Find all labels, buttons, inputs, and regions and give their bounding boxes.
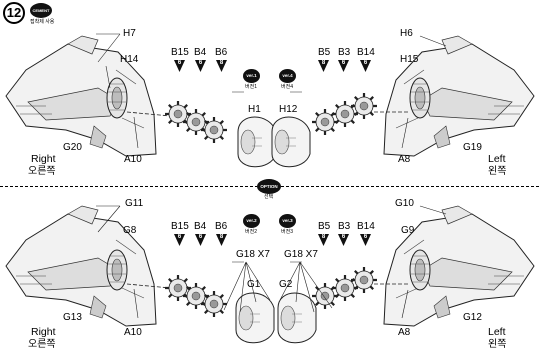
part-label-h6: H6 — [400, 28, 413, 39]
quantity-triangle-icon: 6 — [338, 59, 349, 72]
quantity-triangle-icon: 6 — [360, 59, 371, 72]
part-label-b4-top: B4 — [194, 47, 207, 58]
part-label-b5-top: B5 — [318, 47, 331, 58]
leader-line — [133, 116, 139, 149]
part-label-g20: G20 — [63, 142, 82, 153]
part-label-g9: G9 — [401, 225, 415, 236]
quantity-triangle-icon: 6 — [338, 233, 349, 246]
part-label-g10: G10 — [395, 198, 414, 209]
version-badge-4: ver.4 — [279, 69, 296, 83]
right-wing-bottom — [5, 205, 157, 327]
engine-a10-top — [106, 77, 128, 119]
option-badge: OPTION — [257, 179, 281, 194]
assembly-line — [126, 111, 171, 117]
quantity-triangle-icon: 6 — [174, 233, 185, 246]
quantity-triangle-icon: 8 — [318, 59, 329, 72]
version-label-3: 버전3 — [281, 229, 293, 235]
spinner-h12 — [271, 116, 311, 168]
part-label-h15: H15 — [400, 54, 419, 65]
quantity-triangle-icon: 8 — [216, 233, 227, 246]
part-label-b14-bottom: B14 — [357, 221, 375, 232]
option-label: 선택 — [264, 194, 274, 200]
cylinder-row-b3-bottom — [330, 273, 360, 303]
part-label-b14-top: B14 — [357, 47, 375, 58]
quantity-triangle-icon: 6 — [360, 233, 371, 246]
leader-line — [133, 288, 139, 319]
version-label-1: 버전1 — [245, 84, 257, 90]
spinner-g1 — [235, 292, 275, 344]
assembly-line — [126, 283, 171, 289]
cylinder-row-b6-top — [199, 115, 229, 145]
cylinder-row-b5-bottom — [310, 281, 340, 311]
part-label-b15-bottom: B15 — [171, 221, 189, 232]
side-label-left-ko-bottom: 왼쪽 — [488, 339, 507, 350]
part-label-g18-right: G18 X7 — [284, 249, 318, 260]
part-label-h7: H7 — [123, 28, 136, 39]
part-label-b6-top: B6 — [215, 47, 228, 58]
cylinder-row-b6-bottom — [199, 289, 229, 319]
part-label-h12: H12 — [279, 104, 298, 115]
left-wing-bottom — [384, 206, 534, 326]
part-label-g13: G13 — [63, 312, 82, 323]
quantity-triangle-icon: 8 — [318, 233, 329, 246]
leader-line — [401, 117, 409, 149]
leader-line — [401, 289, 409, 319]
version-badge-1: ver.1 — [243, 69, 260, 83]
side-label-right-ko: 오른쪽 — [28, 166, 56, 177]
leader-line — [419, 205, 447, 215]
engine-a10-bottom — [106, 249, 128, 291]
part-label-g12: G12 — [463, 312, 482, 323]
part-label-g1: G1 — [247, 279, 261, 290]
g18-leader-lines — [223, 261, 271, 313]
leader-line — [96, 205, 121, 233]
leader-line — [105, 65, 111, 89]
step-number: 12 — [3, 2, 25, 24]
leader-line — [96, 33, 121, 63]
part-label-g2: G2 — [279, 279, 293, 290]
part-label-a10-bottom: A10 — [124, 327, 142, 338]
part-label-g18-left: G18 X7 — [236, 249, 270, 260]
part-label-a8: A8 — [398, 154, 411, 165]
cement-icon: CEMENT — [30, 3, 52, 18]
cylinder-row-b14-top — [349, 91, 379, 121]
engine-a8-top — [409, 77, 431, 119]
g18-leader-lines — [279, 261, 333, 313]
quantity-triangle-icon: 6 — [195, 59, 206, 72]
side-label-left-ko: 왼쪽 — [488, 166, 507, 177]
spinner-h1 — [237, 116, 277, 168]
quantity-triangle-icon: 6 — [195, 233, 206, 246]
part-label-g8: G8 — [123, 225, 137, 236]
side-label-left: Left — [488, 153, 506, 165]
engine-a8-bottom — [409, 249, 431, 291]
cylinder-row-b14-bottom — [349, 265, 379, 295]
quantity-triangle-icon: 8 — [216, 59, 227, 72]
version-badge-3: ver.3 — [279, 214, 296, 228]
part-label-b15-top: B15 — [171, 47, 189, 58]
side-label-right-bottom: Right — [31, 326, 56, 338]
side-label-right: Right — [31, 153, 56, 165]
leader-line — [419, 35, 447, 47]
part-label-b5-bottom: B5 — [318, 221, 331, 232]
part-label-b6-bottom: B6 — [215, 221, 228, 232]
quantity-triangle-icon: 6 — [174, 59, 185, 72]
part-label-a10: A10 — [124, 154, 142, 165]
part-label-b4-bottom: B4 — [194, 221, 207, 232]
cement-note: 접착제 사용 — [30, 19, 55, 25]
part-label-g11: G11 — [125, 198, 144, 209]
part-label-b3-top: B3 — [338, 47, 351, 58]
side-label-right-ko-bottom: 오른쪽 — [28, 339, 56, 350]
version-label-4: 버전4 — [281, 84, 293, 90]
part-label-g19: G19 — [463, 142, 482, 153]
part-label-h1: H1 — [248, 104, 261, 115]
version-badge-2: ver.2 — [243, 214, 260, 228]
part-label-b3-bottom: B3 — [338, 221, 351, 232]
version-label-2: 버전2 — [245, 229, 257, 235]
side-label-left-bottom: Left — [488, 326, 506, 338]
part-label-a8-bottom: A8 — [398, 327, 411, 338]
spinner-g2 — [277, 292, 317, 344]
part-label-h14: H14 — [120, 54, 139, 65]
